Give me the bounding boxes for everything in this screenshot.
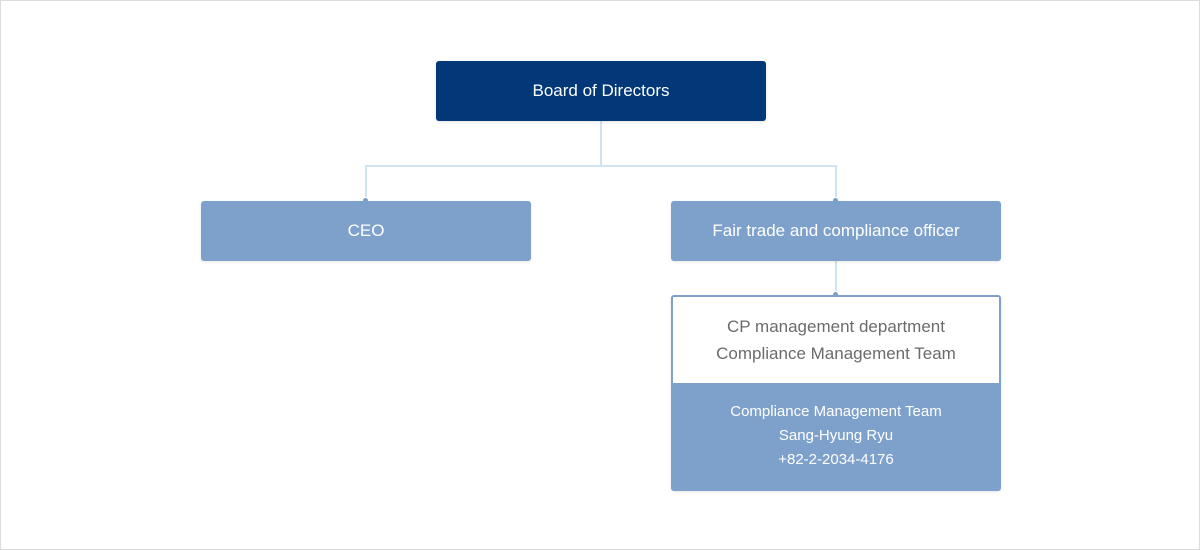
connector-horizontal xyxy=(365,165,837,167)
node-label: Board of Directors xyxy=(532,81,670,100)
contact-phone: +82-2-2034-4176 xyxy=(778,451,894,468)
node-ceo: CEO xyxy=(201,201,531,261)
department-title: CP management department Compliance Mana… xyxy=(673,297,999,383)
contact-name: Sang-Hyung Ryu xyxy=(778,427,894,444)
node-label: Fair trade and compliance officer xyxy=(712,221,960,240)
node-cp-management-department: CP management department Compliance Mana… xyxy=(671,295,1001,491)
department-title-line2: Compliance Management Team xyxy=(716,344,956,363)
connector-officer-to-dept xyxy=(835,261,837,295)
connector-to-officer xyxy=(835,165,837,201)
contact-team: Compliance Management Team xyxy=(730,403,942,420)
connector-to-ceo xyxy=(365,165,367,201)
node-label: CEO xyxy=(347,221,385,240)
connector-board-down xyxy=(600,121,602,166)
department-title-line1: CP management department xyxy=(727,317,945,336)
node-board-of-directors: Board of Directors xyxy=(436,61,766,121)
node-compliance-officer: Fair trade and compliance officer xyxy=(671,201,1001,261)
department-contact: Compliance Management Team Sang-Hyung Ry… xyxy=(673,383,999,489)
